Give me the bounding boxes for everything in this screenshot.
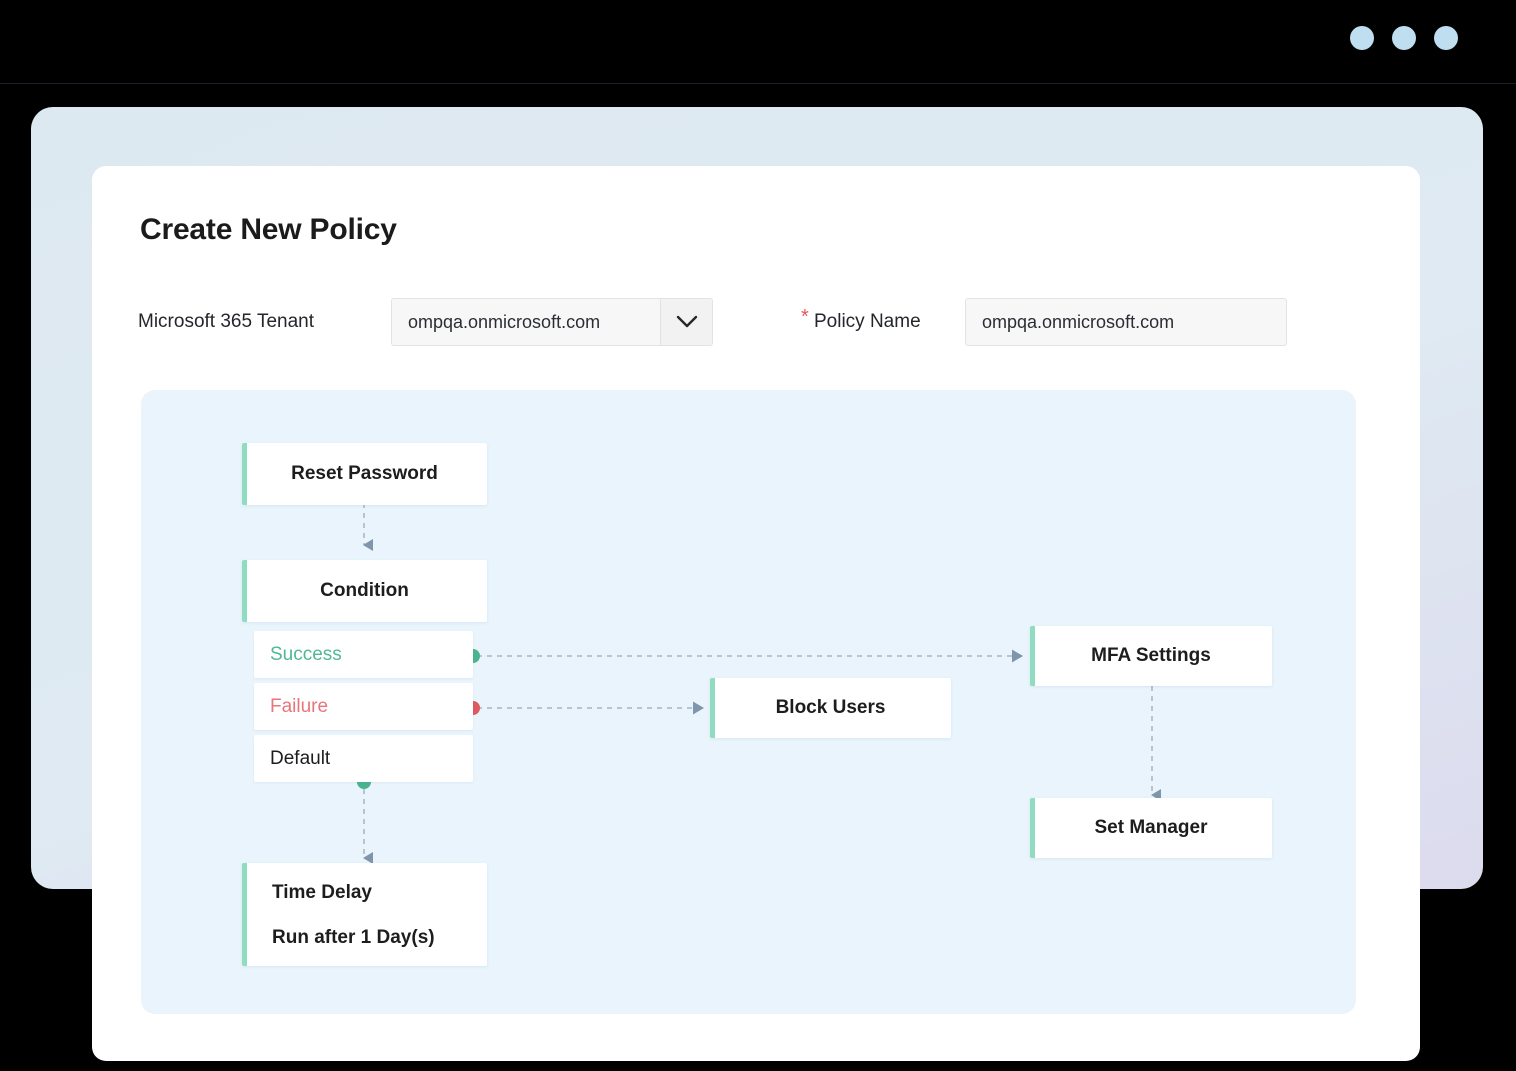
flow-node-label: Block Users	[775, 697, 886, 718]
time-delay-content: Time Delay Run after 1 Day(s)	[242, 883, 487, 947]
flow-node-label: Reset Password	[291, 463, 438, 484]
tenant-select[interactable]: ompqa.onmicrosoft.com	[391, 298, 713, 346]
policy-name-field-label: Policy Name	[814, 311, 921, 332]
flow-node-block-users[interactable]: Block Users	[710, 678, 951, 738]
flow-branch-failure[interactable]: Failure	[254, 683, 473, 730]
required-asterisk: *	[801, 306, 809, 328]
policy-form-row: Microsoft 365 Tenant ompqa.onmicrosoft.c…	[138, 298, 1298, 346]
policy-name-input[interactable]: ompqa.onmicrosoft.com	[965, 298, 1287, 346]
browser-chrome-bar	[0, 0, 1516, 84]
flow-node-label: MFA Settings	[1091, 645, 1211, 666]
flow-branch-label: Success	[270, 643, 342, 665]
flow-branch-label: Default	[270, 747, 331, 769]
window-controls	[1350, 26, 1458, 50]
flow-node-label: Condition	[320, 580, 409, 601]
chevron-down-icon[interactable]	[660, 299, 712, 345]
flow-node-condition[interactable]: Condition	[242, 560, 487, 622]
flow-node-time-delay[interactable]: Time Delay Run after 1 Day(s)	[242, 863, 487, 966]
flow-node-set-manager[interactable]: Set Manager	[1030, 798, 1272, 858]
flow-node-mfa-settings[interactable]: MFA Settings	[1030, 626, 1272, 686]
time-delay-title: Time Delay	[272, 881, 372, 903]
flow-node-label: Set Manager	[1094, 817, 1208, 838]
flow-branch-success[interactable]: Success	[254, 631, 473, 678]
window-close-dot[interactable]	[1434, 26, 1458, 50]
time-delay-detail: Run after 1 Day(s)	[272, 926, 435, 948]
workflow-canvas[interactable]: Reset Password Condition Success Failure…	[141, 390, 1356, 1014]
flow-branch-default[interactable]: Default	[254, 735, 473, 782]
window-minimize-dot[interactable]	[1350, 26, 1374, 50]
flow-node-reset-password[interactable]: Reset Password	[242, 443, 487, 505]
flow-branch-label: Failure	[270, 695, 329, 717]
tenant-field-label: Microsoft 365 Tenant	[138, 311, 315, 332]
window-maximize-dot[interactable]	[1392, 26, 1416, 50]
tenant-select-value: ompqa.onmicrosoft.com	[408, 312, 601, 332]
page-title: Create New Policy	[140, 213, 397, 246]
